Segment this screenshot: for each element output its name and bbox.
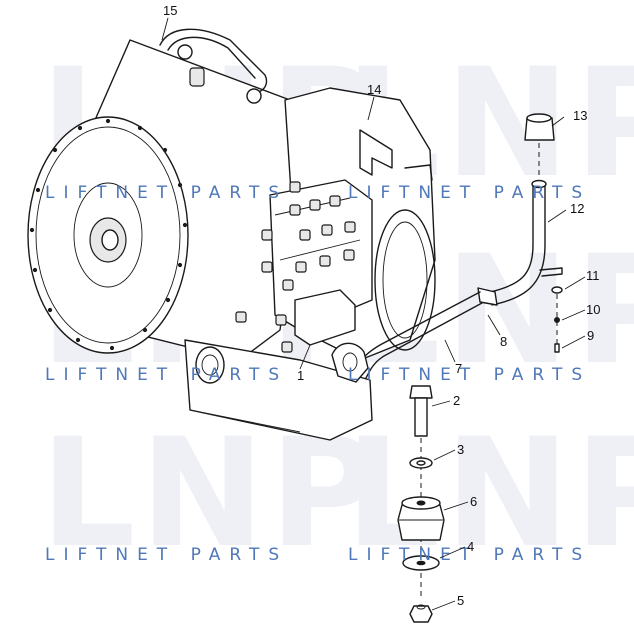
clip-bolt: [554, 343, 560, 353]
tube-clip: [539, 267, 563, 277]
watermark-caption: LIFTNET PARTS: [348, 545, 591, 565]
mounting-bracket: [359, 129, 393, 176]
callout-10: 10: [586, 302, 600, 317]
callout-9: 9: [587, 328, 594, 343]
filter-adapter: [195, 346, 225, 384]
callout-14: 14: [367, 82, 381, 97]
clip-washer: [551, 286, 563, 294]
callout-labels: 15 14 13 12 11 10 9 8 7 1 2 3 6 4 5: [163, 3, 600, 608]
flex-plate-ring: [35, 126, 181, 344]
hub-pilot: [101, 229, 119, 251]
leader-line-3: [433, 449, 456, 461]
isolator-hole: [416, 500, 426, 506]
leader-line-8: [487, 314, 501, 336]
watermark-logos: LNP LNP LNP LNP LNP LNP: [40, 37, 634, 581]
filler-tube-edge: [491, 184, 546, 306]
dipstick-cap-top: [526, 113, 552, 123]
leader-line-9: [561, 335, 586, 349]
tube-hose: [477, 287, 498, 306]
watermark-captions: LIFTNET PARTS LIFTNET PARTS LIFTNET PART…: [45, 183, 591, 565]
watermark-logo: LNP: [345, 407, 634, 581]
tube-elbow: [331, 342, 369, 383]
callout-12: 12: [570, 201, 584, 216]
lower-washer-hole: [416, 560, 426, 566]
converter-rim: [374, 209, 436, 351]
leader-line-6: [443, 501, 469, 511]
callout-3: 3: [457, 442, 464, 457]
callout-7: 7: [455, 361, 462, 376]
leader-line-13: [551, 116, 565, 127]
watermark-caption: LIFTNET PARTS: [45, 183, 288, 203]
leader-line-7: [444, 339, 456, 363]
callout-6: 6: [470, 494, 477, 509]
sump-edge: [189, 409, 301, 433]
leader-lines: [161, 17, 586, 611]
control-valve-body: [269, 179, 373, 331]
watermark-caption: LIFTNET PARTS: [348, 183, 591, 203]
converter-rim-inner: [382, 221, 428, 339]
callout-1: 1: [297, 368, 304, 383]
lock-nut-hole: [416, 604, 426, 610]
leader-line-1: [299, 344, 311, 370]
lifting-handle: [159, 28, 268, 94]
leader-line-4: [439, 546, 466, 559]
rubber-isolator: [397, 504, 445, 541]
mount-bolt-head: [409, 385, 433, 399]
mount-hardware-stack: [397, 385, 445, 623]
callout-5: 5: [457, 593, 464, 608]
filler-tube-mouth: [531, 179, 547, 189]
mount-pad: [294, 289, 356, 346]
lower-tube-edge: [365, 302, 483, 379]
dipstick-tube-assembly: [331, 113, 563, 383]
valve-edge: [279, 239, 361, 261]
leader-line-2: [431, 400, 451, 407]
watermark-caption: LIFTNET PARTS: [45, 365, 288, 385]
leader-line-5: [431, 600, 456, 611]
bracket-link: [404, 164, 433, 181]
upper-washer-hole: [416, 460, 426, 466]
callout-8: 8: [500, 334, 507, 349]
mount-bolt-shank: [414, 397, 428, 437]
lifting-eye: [177, 44, 193, 60]
leader-line-11: [564, 276, 586, 290]
filler-tube: [489, 184, 534, 293]
callout-11: 11: [586, 268, 600, 283]
lifting-handle-inner: [167, 36, 256, 79]
watermark-caption: LIFTNET PARTS: [45, 545, 288, 565]
leader-line-10: [561, 309, 586, 321]
filter-adapter-bore: [201, 354, 219, 376]
callout-13: 13: [573, 108, 587, 123]
leader-line-15: [161, 17, 169, 41]
leader-line-14: [367, 96, 375, 121]
breather-cap: [189, 67, 205, 87]
callout-2: 2: [453, 393, 460, 408]
callout-15: 15: [163, 3, 177, 18]
callout-4: 4: [467, 539, 474, 554]
flex-plate-bolts: [29, 118, 188, 351]
leader-line-12: [547, 209, 567, 223]
transmission-assembly: [27, 28, 436, 441]
valve-bolts: [235, 181, 356, 353]
lock-nut: [409, 605, 433, 623]
watermark-caption: LIFTNET PARTS: [348, 365, 591, 385]
clip-nut: [554, 317, 560, 323]
lifting-eye: [246, 88, 262, 104]
flex-plate-hub-ring: [73, 182, 143, 288]
tube-elbow-bore: [342, 352, 358, 372]
